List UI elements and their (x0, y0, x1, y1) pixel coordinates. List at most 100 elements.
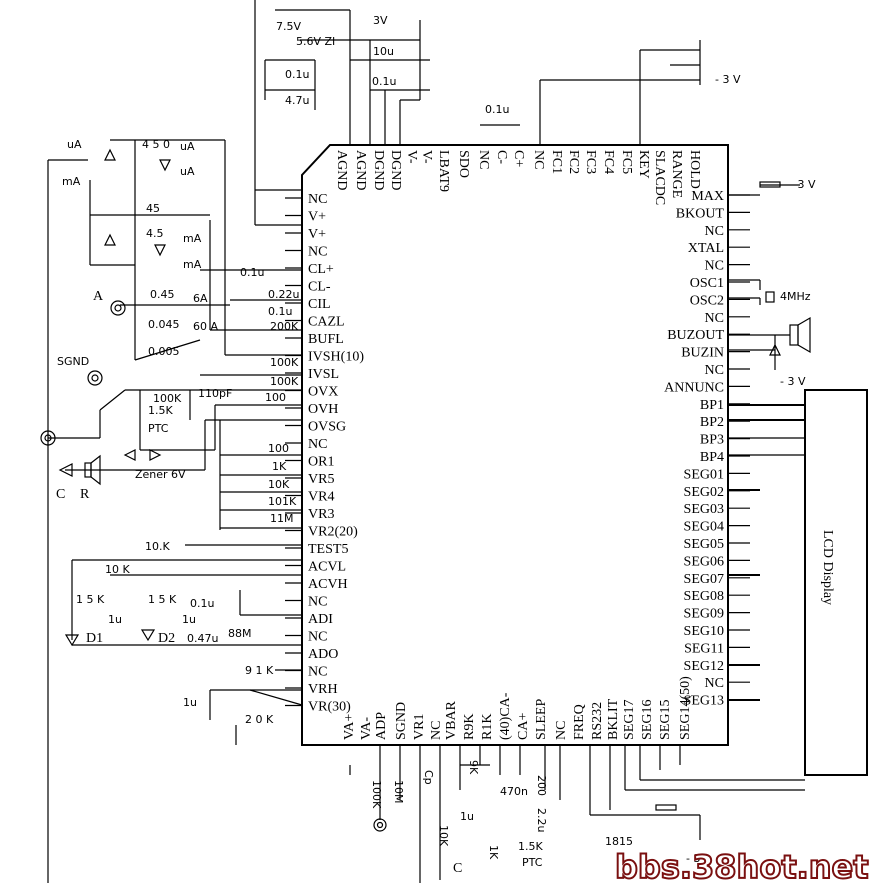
left-wiring (47, 0, 303, 883)
label-100b: 100 (268, 442, 289, 455)
top-pin-label: NC (531, 150, 546, 169)
terminal-ADP (373, 818, 387, 832)
label-15k3: 1 5 K (148, 593, 177, 606)
left-pin-label: ACVL (308, 560, 346, 575)
label-C: C (56, 487, 65, 502)
right-pin-label: SEG06 (684, 554, 724, 569)
label-60a: 60 A (193, 320, 218, 333)
bottom-pin-label: VR1 (412, 714, 427, 740)
label-1u4: 1u (460, 810, 474, 823)
label-r450: 4 5 0 (142, 138, 170, 151)
left-pin-label: V+ (308, 227, 326, 242)
top-pin-label: V- (404, 150, 419, 164)
left-pin-label: BUFL (308, 332, 344, 347)
left-pin-label: ADO (308, 647, 338, 662)
left-pin-label: TEST5 (308, 542, 348, 557)
left-pin-label: CAZL (308, 315, 345, 330)
left-pin-label: CIL (308, 297, 331, 312)
label-ma2: mA (183, 232, 202, 245)
label-0u22: 0.22u (268, 288, 299, 301)
label-1k5: 1.5K (148, 404, 173, 417)
label-ma1: mA (62, 175, 81, 188)
right-pin-group: MAXBKOUTNCXTALNCOSC1OSC2NCBUZOUTBUZINNCA… (664, 189, 750, 709)
label-7v5: 7.5V (276, 20, 301, 33)
left-pin-label: VR3 (308, 507, 334, 522)
label-1u1: 1u (108, 613, 122, 626)
label-ua2: uA (180, 140, 195, 153)
label-R: R (80, 487, 90, 502)
label-0u1-cl: 0.1u (240, 266, 264, 279)
label-m3v-buz: - 3 V (780, 375, 806, 388)
right-pin-label: NC (705, 224, 724, 239)
left-pin-label: ADI (308, 612, 333, 627)
right-pin-label: NC (705, 676, 724, 691)
top-pin-label: RANGE (669, 150, 684, 198)
right-pin-label: ANNUNC (664, 380, 724, 395)
right-pin-label: NC (705, 311, 724, 326)
left-pin-label: OVSG (308, 420, 346, 435)
label-r0045: 0.045 (148, 318, 180, 331)
left-pin-group: NCV+V+NCCL+CL-CILCAZLBUFLIVSH(10)IVSLOVX… (285, 192, 364, 715)
label-10k: 10K (268, 478, 290, 491)
label-ua1: uA (67, 138, 82, 151)
left-pin-label: V+ (308, 210, 326, 225)
label-ma3: mA (183, 258, 202, 271)
terminal-A (110, 300, 126, 316)
right-pin-label: BP1 (700, 398, 724, 413)
top-pin-label: AGND (353, 150, 368, 190)
label-10m: 10M (392, 780, 405, 804)
label-r45b: 4.5 (146, 227, 164, 240)
left-pin-label: CL+ (308, 262, 334, 277)
top-pin-label: C+ (511, 150, 526, 167)
left-pin-label: VR2(20) (308, 525, 358, 540)
bottom-pin-label: SGND (394, 702, 409, 740)
label-0u1-a: 0.1u (285, 68, 309, 81)
bottom-pin-label: VA- (359, 717, 374, 740)
label-C2: C (453, 861, 462, 876)
left-pin-label: CL- (308, 280, 331, 295)
right-pin-label: BP2 (700, 415, 724, 430)
label-110pf: 110pF (198, 387, 232, 400)
left-pin-label: VRH (308, 682, 338, 697)
lcd-display-box (804, 389, 868, 776)
top-pin-label: FC1 (549, 150, 564, 174)
label-10k2: 10.K (145, 540, 170, 553)
label-m3v-max: - 3 V (790, 178, 816, 191)
right-pin-label: NC (705, 259, 724, 274)
top-pin-label: DGND (388, 150, 403, 190)
bottom-pin-label: NC (429, 721, 444, 740)
right-pin-label: BP3 (700, 433, 724, 448)
right-pin-label: OSC2 (690, 293, 724, 308)
top-pin-label: DGND (371, 150, 386, 190)
top-pin-label: SDO (456, 150, 471, 178)
component-labels: 7.5V 5.6V ZI 3V 10u 0.1u 0.1u 4.7u 0.1u … (56, 14, 816, 876)
left-pin-label: NC (308, 630, 327, 645)
right-pin-label: SEG13 (684, 694, 724, 709)
label-zener: Zener 6V (135, 468, 186, 481)
chip-body (301, 144, 729, 746)
right-pin-label: BUZIN (681, 346, 724, 361)
label-1k: 1K (272, 460, 287, 473)
right-pin-label: SEG04 (684, 520, 724, 535)
label-cp: Cp (422, 770, 435, 785)
left-pin-label: ACVH (308, 577, 348, 592)
label-6a: 6A (193, 292, 208, 305)
right-wiring (728, 184, 805, 701)
right-pin-label: SEG01 (684, 467, 724, 482)
label-101k: 101K (268, 495, 297, 508)
right-pin-label: SEG05 (684, 537, 724, 552)
right-pin-label: SEG10 (684, 624, 724, 639)
label-100k-1: 100K (270, 356, 299, 369)
top-pin-label: FC4 (601, 150, 616, 174)
label-4u7: 4.7u (285, 94, 309, 107)
left-pin-label: VR4 (308, 490, 334, 505)
bottom-pin-label: SEG16 (640, 700, 655, 740)
bottom-pin-label: SLEEP (534, 699, 549, 740)
top-pin-label: NC (476, 150, 491, 169)
label-10k3: 10 K (105, 563, 130, 576)
label-sgnd: SGND (57, 355, 89, 368)
right-pin-label: MAX (691, 189, 724, 204)
